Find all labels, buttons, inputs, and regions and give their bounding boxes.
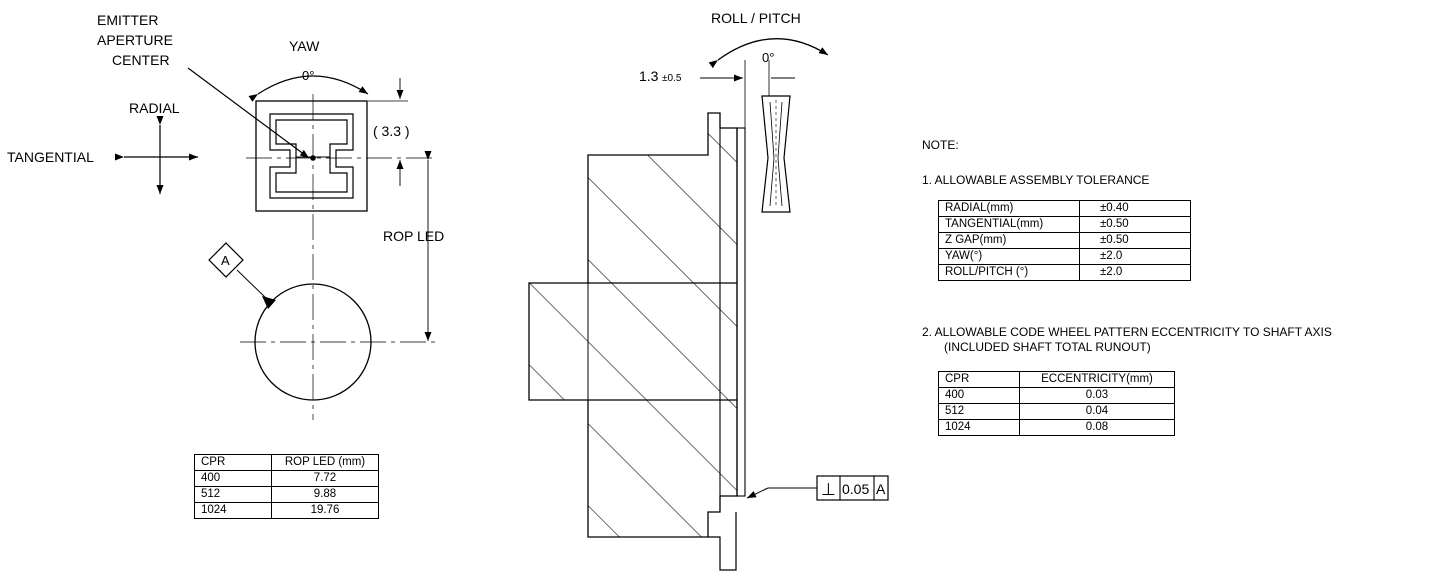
rop-cell: 400	[194, 470, 272, 487]
radial-label: RADIAL	[129, 100, 180, 116]
emitter-label-line3: CENTER	[112, 52, 170, 68]
tolerance-parameter: RADIAL(mm)	[938, 200, 1080, 217]
code-wheel-disc	[736, 127, 746, 497]
gap-value: 1.3	[639, 68, 659, 84]
rop-cell: 1024	[194, 502, 272, 519]
tolerance-parameter: YAW(°)	[938, 248, 1080, 265]
yaw-angle: 0°	[302, 68, 314, 83]
tolerance-value: ±0.50	[1079, 232, 1191, 249]
table-row: CPR ECCENTRICITY(mm)	[938, 371, 1175, 388]
ecc-cell: 1024	[938, 419, 1020, 436]
rop-cell: 9.88	[271, 486, 379, 503]
rop-header-cpr: CPR	[194, 454, 272, 471]
note-2-line2: (INCLUDED SHAFT TOTAL RUNOUT)	[944, 340, 1151, 354]
left-view: EMITTER APERTURE CENTER YAW 0° RADIAL TA…	[7, 12, 444, 420]
roll-pitch-angle: 0°	[762, 50, 774, 65]
note-1: 1. ALLOWABLE ASSEMBLY TOLERANCE	[922, 173, 1150, 187]
tolerance-value: ±0.50	[1079, 216, 1191, 233]
table-row: 400 7.72	[194, 470, 379, 487]
notes-section: NOTE: 1. ALLOWABLE ASSEMBLY TOLERANCE RA…	[922, 138, 1427, 436]
tolerance-value: ±0.40	[1079, 200, 1191, 217]
note-title: NOTE:	[922, 138, 959, 152]
emitter-label-line1: EMITTER	[97, 12, 158, 28]
datum-a-box	[208, 242, 244, 278]
ecc-cell: 512	[938, 403, 1020, 420]
fcf-value: 0.05	[842, 481, 869, 497]
hub-section	[528, 112, 738, 538]
emitter-package	[255, 100, 368, 212]
yaw-arrow	[248, 75, 369, 102]
tolerance-parameter: ROLL/PITCH (°)	[938, 264, 1080, 281]
eccentricity-table: CPR ECCENTRICITY(mm) 400 0.03 512 0.04 1…	[938, 371, 1175, 436]
rop-cell: 19.76	[271, 502, 379, 519]
encoder-head	[761, 95, 791, 213]
tolerance-parameter: TANGENTIAL(mm)	[938, 216, 1080, 233]
table-row: 1024 0.08	[938, 419, 1175, 436]
ecc-cell: 0.08	[1019, 419, 1175, 436]
datum-triangle	[262, 296, 276, 309]
roll-pitch-label: ROLL / PITCH	[711, 10, 801, 26]
aperture-outer	[269, 113, 354, 199]
emitter-center-dot	[310, 155, 316, 161]
ecc-cell: 0.04	[1019, 403, 1175, 420]
rop-led-table: CPR ROP LED (mm) 400 7.72 512 9.88 1024 …	[194, 454, 379, 519]
emitter-leader	[187, 67, 310, 159]
tolerance-value: ±2.0	[1079, 248, 1191, 265]
ecc-cell: 400	[938, 387, 1020, 404]
roll-pitch-arrow	[708, 38, 829, 69]
table-row: RADIAL(mm) ±0.40	[938, 200, 1191, 217]
rop-led-label: ROP LED	[383, 228, 444, 244]
tangential-label: TANGENTIAL	[7, 149, 94, 165]
table-row: Z GAP(mm) ±0.50	[938, 232, 1191, 249]
ecc-header-eccentricity: ECCENTRICITY(mm)	[1019, 371, 1175, 388]
table-row: YAW(°) ±2.0	[938, 248, 1191, 265]
table-row: TANGENTIAL(mm) ±0.50	[938, 216, 1191, 233]
ecc-cell: 0.03	[1019, 387, 1175, 404]
rop-header-rop: ROP LED (mm)	[271, 454, 379, 471]
rop-cell: 7.72	[271, 470, 379, 487]
gap-tolerance: ±0.5	[662, 73, 682, 84]
tolerance-parameter: Z GAP(mm)	[938, 232, 1080, 249]
aperture-inner	[275, 119, 348, 193]
yaw-label: YAW	[289, 38, 320, 54]
datum-leader	[236, 269, 269, 301]
side-view: 1.3 ±0.5 ROLL / PITCH 0° ⊥ 0.05 A	[528, 10, 889, 571]
table-row: ROLL/PITCH (°) ±2.0	[938, 264, 1191, 281]
tolerance-table: RADIAL(mm) ±0.40 TANGENTIAL(mm) ±0.50 Z …	[938, 200, 1191, 281]
ecc-header-cpr: CPR	[938, 371, 1020, 388]
fcf-perpendicular-symbol: ⊥	[821, 480, 836, 499]
table-row: 1024 19.76	[194, 502, 379, 519]
tolerance-value: ±2.0	[1079, 264, 1191, 281]
datum-a-label: A	[221, 253, 230, 268]
emitter-label-line2: APERTURE	[97, 32, 173, 48]
fcf-frame	[816, 475, 889, 501]
rop-cell: 512	[194, 486, 272, 503]
table-row: 400 0.03	[938, 387, 1175, 404]
dim-3-3: ( 3.3 )	[373, 123, 410, 139]
table-row: 512 0.04	[938, 403, 1175, 420]
table-row: CPR ROP LED (mm)	[194, 454, 379, 471]
fcf-datum: A	[876, 481, 886, 497]
note-2-line1: 2. ALLOWABLE CODE WHEEL PATTERN ECCENTRI…	[922, 325, 1332, 339]
table-row: 512 9.88	[194, 486, 379, 503]
